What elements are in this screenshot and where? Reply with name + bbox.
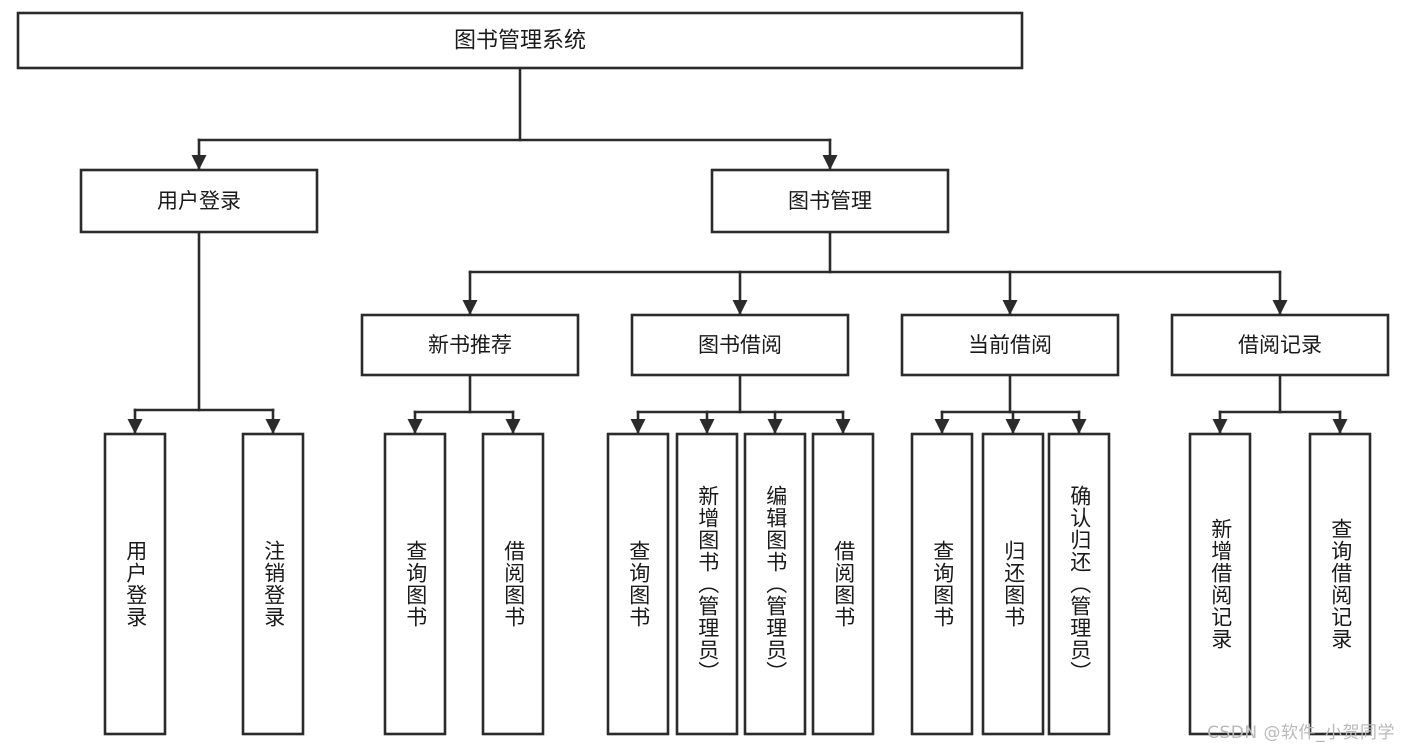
node-current-borrow-label: 当前借阅 [968,333,1052,357]
edge-root-arrow-0 [191,155,207,170]
node-user-login-label: 用户登录 [157,189,241,213]
node-leaf-query-books-current-box [910,432,974,736]
boxes-layer [16,11,1390,736]
edge-book-borrow-arrow-3 [835,419,851,434]
edge-book-borrow-arrow-2 [767,419,783,434]
edges-layer [127,66,1348,435]
node-leaf-edit-book-admin-box [743,432,807,736]
node-leaf-add-borrow-record-box [1188,432,1252,736]
node-leaf-query-books-borrow-box [606,432,670,736]
node-user-login-box [79,168,319,234]
node-leaf-borrow-books-recommend-box [481,432,545,736]
edge-book-management-arrow-0 [462,300,478,315]
node-book-management-box [710,168,950,234]
edge-user-login-arrow-0 [127,419,143,434]
node-leaf-add-book-admin-box [675,432,739,736]
node-book-borrow-label: 图书借阅 [698,333,782,357]
node-leaf-query-borrow-record-box [1308,432,1372,736]
edge-book-management-arrow-3 [1272,300,1288,315]
node-borrow-records-label: 借阅记录 [1238,333,1322,357]
node-leaf-confirm-return-admin-box [1047,432,1111,736]
node-new-book-recommend-label: 新书推荐 [428,333,512,357]
node-root-box [16,11,1024,70]
node-borrow-records-box [1170,313,1390,377]
edge-current-borrow-arrow-0 [934,419,950,434]
edge-current-borrow-arrow-2 [1071,419,1087,434]
edge-book-management-arrow-1 [732,300,748,315]
node-leaf-borrow-book-box [811,432,875,736]
edge-book-management-arrow-2 [1002,300,1018,315]
node-leaf-query-books-recommend-box [383,432,447,736]
node-leaf-return-book-box [981,432,1045,736]
node-book-borrow-box [630,313,850,377]
edge-new-book-recommend-arrow-0 [407,419,423,434]
node-leaf-user-login-box [103,432,167,736]
edge-current-borrow-arrow-1 [1005,419,1021,434]
edge-new-book-recommend-arrow-1 [505,419,521,434]
node-root-label: 图书管理系统 [454,29,586,54]
csdn-watermark: CSDN @软件_小贺同学 [1207,723,1395,743]
node-book-management-label: 图书管理 [788,189,872,213]
edge-user-login-arrow-1 [265,419,281,434]
edge-book-borrow-arrow-1 [699,419,715,434]
node-leaf-logout-box [241,432,305,736]
edge-borrow-records-arrow-0 [1212,419,1228,434]
edge-borrow-records-arrow-1 [1332,419,1348,434]
edge-book-borrow-arrow-0 [630,419,646,434]
node-new-book-recommend-box [360,313,580,377]
edge-root-arrow-1 [822,155,838,170]
node-current-borrow-box [900,313,1120,377]
